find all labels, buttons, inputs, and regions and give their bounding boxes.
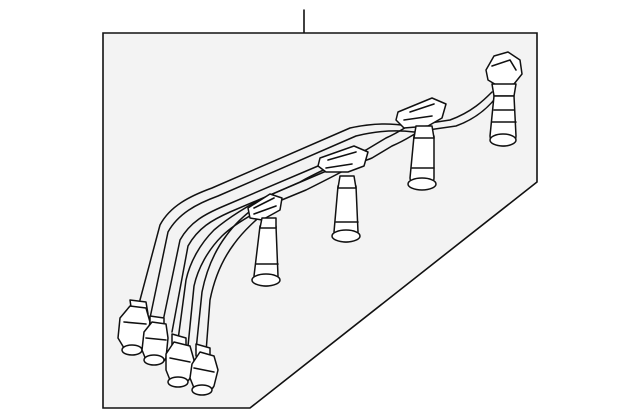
- plug-boot-front: [251, 217, 281, 287]
- distributor-connector-4: [189, 343, 219, 396]
- wire-separator-front: [247, 193, 283, 221]
- plug-boot-3: [407, 125, 437, 191]
- plug-boot-rear: [485, 51, 523, 147]
- distributor-connector-1: [117, 299, 151, 356]
- wire-separator-middle: [317, 145, 369, 173]
- wire-separator-rear: [395, 97, 447, 129]
- plug-boot-2: [331, 175, 361, 243]
- distributor-connector-2: [141, 315, 169, 366]
- wire-harness: [139, 91, 501, 353]
- distributor-connector-3: [165, 333, 195, 388]
